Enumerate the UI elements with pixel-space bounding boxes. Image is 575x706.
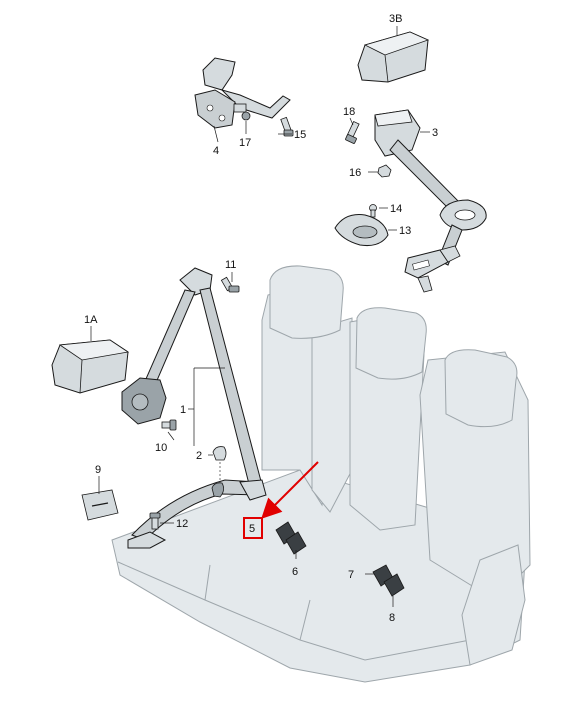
callout-5: 5 [249,523,255,535]
part-10-bolt [161,419,177,431]
part-16-nut [377,164,392,178]
callout-16: 16 [349,167,361,179]
part-1a-trim-cover [51,339,130,394]
part-17-bolt [233,103,251,121]
part-14-screw [369,204,377,218]
part-12-bolt [149,512,161,530]
leader-lines [90,26,430,607]
callout-13: 13 [399,225,411,237]
headrest-right [444,349,518,428]
backrest-left-panel [311,317,353,513]
callout-14: 14 [390,203,402,215]
part-13-guide-cover [334,214,389,246]
part-7-8-buckle-right [372,564,405,597]
callout-3b: 3B [389,13,402,25]
callout-2: 2 [196,450,202,462]
callout-4: 4 [213,145,219,157]
callout-8: 8 [389,612,395,624]
callout-1: 1 [180,404,186,416]
part-2-clip [211,446,227,498]
part-4-bracket [194,57,291,129]
callout-11: 11 [225,259,236,271]
part-9-label-sticker [81,489,119,521]
callout-1a: 1A [84,314,98,326]
part-5-6-buckle-center [275,521,307,555]
part-15-bolt [280,116,294,137]
callout-3: 3 [432,127,438,139]
headrest-left [269,265,344,339]
seat-cushion-split-line [204,564,311,641]
part-18-bolt [345,120,360,144]
callout-12: 12 [176,518,188,530]
callout-7: 7 [348,569,354,581]
highlight-callout [243,461,319,539]
callout-labels: 3B 18 3 16 14 13 4 17 15 11 1A 1 10 2 9 … [84,13,438,624]
part-3b-trim-cover [357,31,430,83]
headrests [269,265,518,428]
part-3-belt-retractor-right [374,109,487,293]
callout-15: 15 [294,129,306,141]
highlight-box [243,517,263,539]
seat-right-bolster [461,544,526,666]
part-1-belt-assembly-left [121,267,267,549]
callout-10: 10 [155,442,167,454]
highlight-arrow [261,461,319,519]
callout-17: 17 [239,137,251,149]
part-11-bolt [220,276,240,293]
callout-9: 9 [95,464,101,476]
callout-6: 6 [292,566,298,578]
callout-18: 18 [343,106,355,118]
rear-seat-bench [111,281,531,683]
headrest-center [355,307,427,380]
